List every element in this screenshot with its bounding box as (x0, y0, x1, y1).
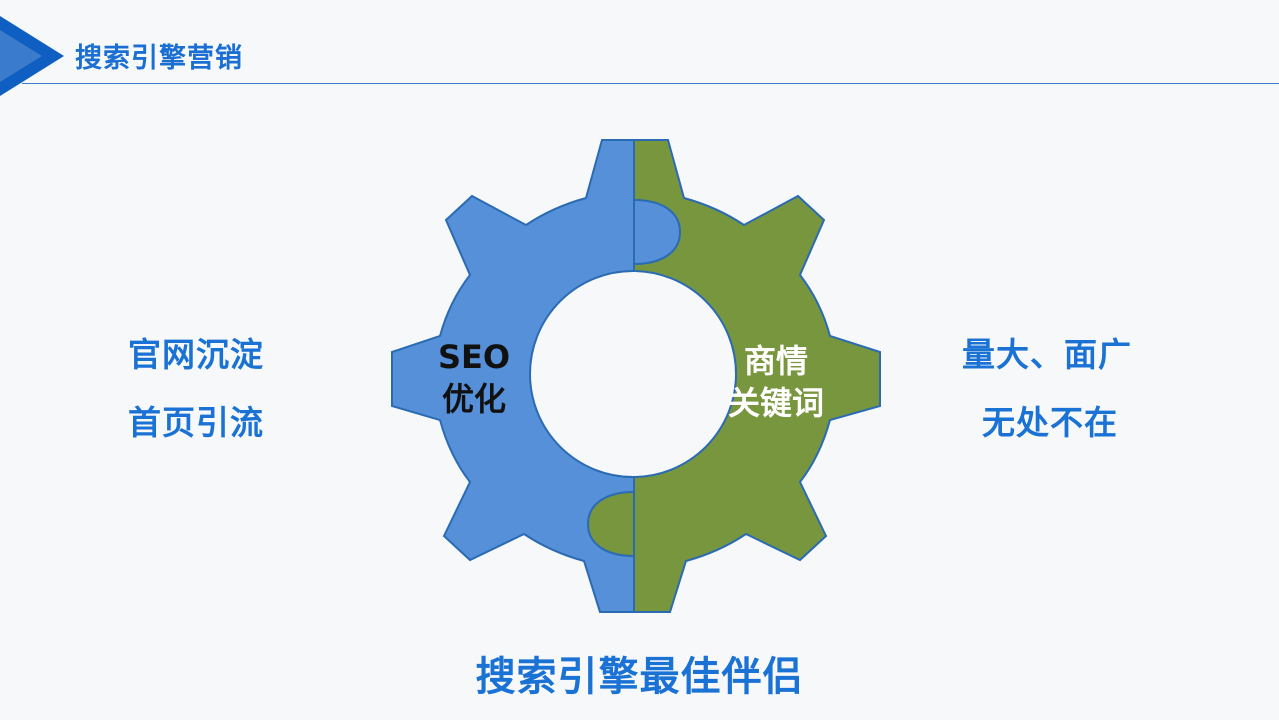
gear-left-label: SEO 优化 (438, 336, 510, 420)
footer-title: 搜索引擎最佳伴侣 (475, 654, 804, 700)
gear-right-label-line-1: 商情 (744, 342, 809, 380)
right-text-line-2: 无处不在 (982, 403, 1118, 442)
gear-right-label-line-2: 关键词 (728, 384, 825, 422)
gear-left-label-line-1: SEO (438, 338, 511, 376)
left-text-line-1: 官网沉淀 (128, 335, 264, 374)
arrow-mark-icon (0, 16, 64, 96)
right-text-line-1: 量大、面广 (962, 335, 1132, 374)
page-title: 搜索引擎营销 (75, 43, 243, 74)
gear-left-half (391, 139, 634, 613)
header-divider (22, 83, 1279, 84)
gear-right-label: 商情 关键词 (728, 340, 824, 424)
left-text-line-2: 首页引流 (128, 403, 264, 442)
gear-puzzle-graphic (391, 139, 881, 613)
gear-right-half (634, 139, 881, 613)
gear-left-label-line-2: 优化 (442, 380, 507, 418)
